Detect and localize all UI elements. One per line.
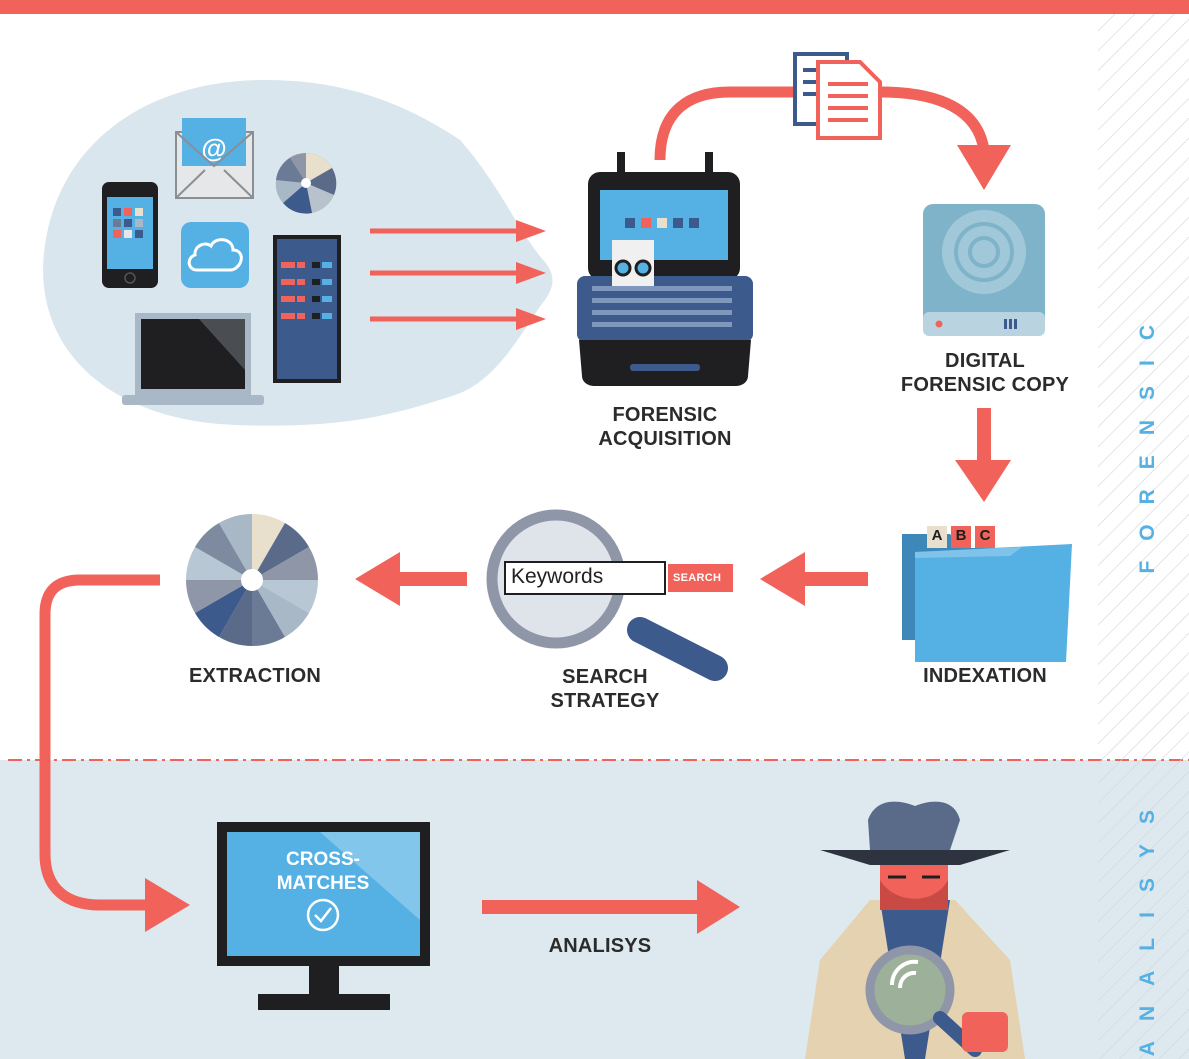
analysis-arrow-label: ANALISYS: [548, 935, 652, 957]
search-arrow: [760, 552, 868, 606]
search-input[interactable]: Keywords: [511, 565, 604, 588]
folder-icon: [902, 526, 1072, 662]
input-arrows: [370, 220, 546, 330]
hard-drive-icon: [923, 204, 1045, 336]
indexation-label: INDEXATION: [923, 665, 1047, 687]
magnifier-icon: [486, 509, 733, 681]
analysis-arrow: [482, 880, 740, 934]
cross-matches-label: CROSS- MATCHES: [276, 849, 370, 894]
folder-tab-a: A: [931, 527, 943, 544]
search-strategy-label: SEARCH STRATEGY: [550, 666, 660, 712]
document-icon: [793, 52, 882, 140]
phone-icon: [102, 182, 158, 288]
laptop-icon: [122, 313, 264, 405]
detective-icon: [805, 801, 1025, 1059]
extraction-arrow: [355, 552, 467, 606]
extraction-label: EXTRACTION: [189, 665, 321, 687]
header-bar: [0, 0, 1189, 14]
acquisition-label: FORENSIC ACQUISITION: [598, 404, 732, 450]
monitor-icon: [217, 822, 430, 1010]
index-arrow: [955, 408, 1011, 502]
forensic-device-icon: [577, 152, 753, 386]
copy-label: DIGITAL FORENSIC COPY: [900, 350, 1070, 396]
analysis-side-label: ANALISYS: [1136, 790, 1159, 1057]
server-icon: [273, 235, 341, 383]
email-icon: @: [175, 118, 254, 199]
cloud-icon: [181, 222, 249, 288]
folder-tab-c: C: [979, 527, 991, 544]
folder-tab-b: B: [955, 527, 967, 544]
check-icon: [306, 898, 340, 932]
forensic-side-label: FORENSIC: [1136, 305, 1159, 574]
crossmatch-arrow: [39, 574, 190, 932]
cd-icon: [275, 152, 337, 214]
side-strip: [1098, 14, 1189, 1059]
pie-chart-icon: [186, 514, 318, 646]
search-button[interactable]: SEARCH: [673, 572, 722, 584]
